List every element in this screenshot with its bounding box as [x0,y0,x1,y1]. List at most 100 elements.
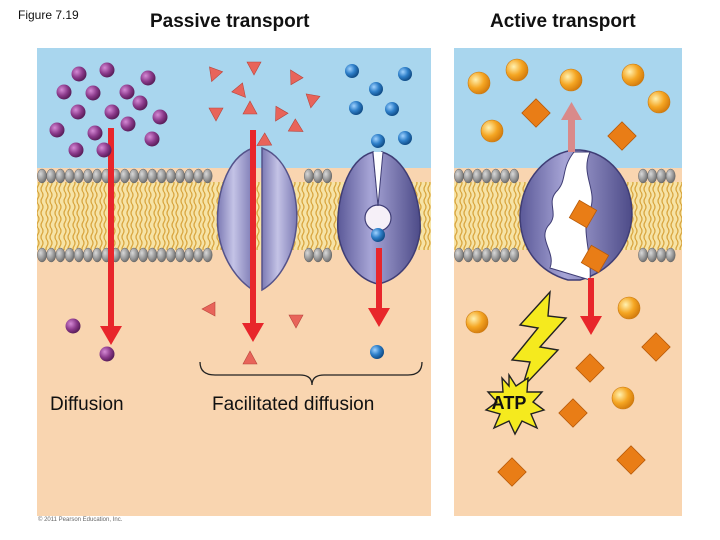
phospholipid-head [37,247,47,263]
purple-molecule [99,62,115,78]
blue-molecule [371,228,385,242]
copyright-notice: © 2011 Pearson Education, Inc. [38,517,123,523]
orange-diamond [580,244,610,274]
facilitated-bracket [199,361,423,386]
phospholipid-head [303,247,314,263]
phospholipid-head [175,168,185,184]
phospholipid-head [73,247,84,263]
phospholipid-head [83,247,93,263]
phospholipid-head [165,247,176,263]
phospholipid-head [64,168,75,184]
blue-molecule [369,82,383,96]
triangle-molecule [256,132,273,146]
blue-molecule [345,64,359,78]
blue-molecule [398,67,412,81]
phospholipid-head [322,247,333,263]
triangle-molecule [231,82,246,98]
atp-label: ATP [492,393,527,413]
phospholipid-head [156,247,167,263]
orange-diamond [607,121,637,151]
orange-diamond [616,445,646,475]
purple-molecule [68,142,84,158]
orange-diamond [575,353,605,383]
facilitated-diffusion-label: Facilitated diffusion [212,394,375,415]
phospholipid-head [656,247,667,263]
active-downward-arrow [580,278,602,335]
phospholipid-head [129,168,139,184]
blue-molecule [371,134,385,148]
orange-sphere [465,310,489,334]
blue-molecule [398,131,412,145]
phospholipid-head [454,168,464,184]
phospholipid-head [481,168,492,184]
phospholipid-head [37,168,47,184]
purple-molecule [96,142,112,158]
phospholipid-head [202,168,213,184]
phospholipid-head [138,247,149,263]
phospholipid-head [638,168,648,184]
phospholipid-head [175,247,185,263]
carrier-protein [336,151,421,285]
orange-diamond [521,98,551,128]
phospholipid-head [147,247,158,263]
phospholipid-head [73,168,84,184]
phospholipid-head [313,247,323,263]
phospholipid-head [193,247,204,263]
phospholipid-head [138,168,149,184]
triangle-molecule [208,107,224,122]
phospholipid-head [509,168,520,184]
triangle-molecule [201,301,216,317]
phospholipid-head [92,168,103,184]
phospholipid-head [92,247,103,263]
purple-molecules [49,62,168,362]
purple-molecule [140,70,156,86]
phospholipid-head [129,247,139,263]
phospholipid-head [165,168,176,184]
phospholipid-head [490,247,501,263]
figure-label: Figure 7.19 [18,8,79,22]
orange-sphere [467,71,491,95]
phospholipid-head [463,168,474,184]
phospholipid-head [647,168,658,184]
channel-protein [216,146,298,292]
channel-arrow [242,130,264,342]
blue-molecules [345,64,412,359]
diffusion-arrow [100,128,122,345]
phospholipid-head [638,247,648,263]
phospholipid-head [202,247,213,263]
phospholipid-head [184,247,195,263]
phospholipid-head [119,247,130,263]
phospholipid-head [303,168,314,184]
orange-sphere [617,296,641,320]
diffusion-label: Diffusion [50,394,124,415]
phospholipid-head [119,168,130,184]
triangle-molecule [287,118,304,132]
phospholipid-head [46,247,57,263]
phospholipid-head [665,247,676,263]
triangle-molecules [201,61,321,365]
active-upward-arrow [561,102,582,152]
triangle-molecule [242,350,258,365]
phospholipid-head [500,247,510,263]
phospholipid-head [46,168,57,184]
purple-molecule [119,84,135,100]
purple-molecule [104,104,120,120]
phospholipid-head [656,168,667,184]
phospholipid-head [156,168,167,184]
orange-sphere [505,58,529,82]
phospholipid-head [313,168,323,184]
triangle-molecule [275,105,289,122]
phospholipid-head [509,247,520,263]
purple-molecule [87,125,103,141]
orange-diamond [497,457,527,487]
triangle-molecule [209,66,224,83]
purple-molecule [65,318,81,334]
orange-spheres [465,58,671,410]
purple-molecule [144,131,160,147]
purple-molecule [85,85,101,101]
phospholipid-head [500,168,510,184]
phospholipid-head [665,168,676,184]
purple-molecule [99,346,115,362]
phospholipid-head [322,168,333,184]
orange-diamond [641,332,671,362]
